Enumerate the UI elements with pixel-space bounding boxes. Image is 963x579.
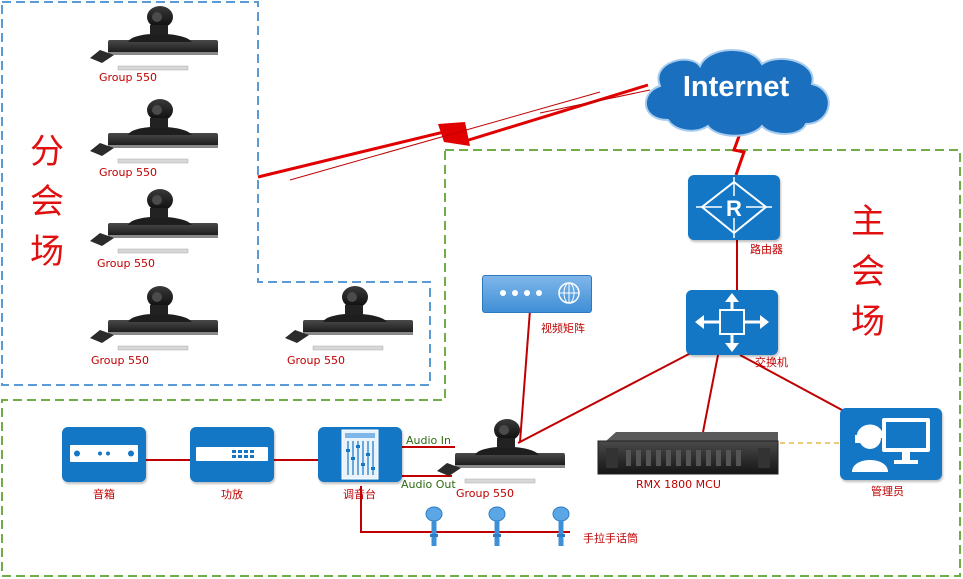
internet-cloud: Internet: [644, 49, 830, 137]
main-title-char-1: 主: [851, 202, 885, 242]
mic-3: [552, 506, 570, 546]
mixer-device: [318, 427, 402, 482]
audio-out-label: Audio Out: [401, 478, 456, 491]
switch-icon: [695, 293, 769, 352]
svg-text:R: R: [726, 196, 742, 221]
switch-label: 交换机: [755, 356, 788, 369]
speaker-icon: [70, 445, 138, 462]
main-title-char-2: 会: [851, 252, 885, 292]
branch-unit-5-label: Group 550: [287, 354, 345, 367]
main-title-char-3: 场: [851, 302, 885, 342]
amplifier-device: [190, 427, 274, 482]
router-device: R: [688, 175, 780, 240]
amplifier-icon: [196, 447, 268, 461]
mixer-label: 调音台: [343, 488, 376, 501]
branch-unit-2-label: Group 550: [99, 166, 157, 179]
mcu-chassis: [597, 432, 779, 475]
switch-device: [686, 290, 778, 355]
branch-title-char-3: 场: [30, 232, 64, 272]
branch-unit-3: [90, 189, 218, 254]
branch-title-char-2: 会: [30, 182, 64, 222]
branch-unit-4-label: Group 550: [91, 354, 149, 367]
internet-router-lightning: [731, 127, 746, 176]
router-icon: R: [696, 177, 772, 238]
main-region-border: [1, 149, 961, 577]
admin-device: [840, 408, 942, 480]
speaker-label: 音箱: [93, 488, 115, 501]
router-label: 路由器: [750, 243, 783, 256]
branch-unit-5: [285, 286, 413, 351]
video-matrix-icon: [500, 282, 580, 304]
mcu-label: RMX 1800 MCU: [636, 478, 721, 491]
admin-label: 管理员: [871, 485, 904, 498]
video-matrix-label: 视频矩阵: [541, 322, 585, 335]
mics-label: 手拉手话筒: [583, 532, 638, 545]
amplifier-label: 功放: [221, 488, 243, 501]
branch-region-border: [1, 1, 431, 386]
mic-2: [488, 506, 506, 546]
main-codec-label: Group 550: [456, 487, 514, 500]
mixer-icon: [341, 429, 379, 480]
video-matrix-device: [482, 275, 592, 313]
branch-unit-3-label: Group 550: [97, 257, 155, 270]
main-codec-unit: [437, 419, 565, 484]
speaker-device: [62, 427, 146, 482]
internet-label: Internet: [683, 71, 790, 103]
branch-title-char-1: 分: [30, 132, 64, 172]
admin-icon: [852, 418, 930, 472]
branch-unit-4: [90, 286, 218, 351]
branch-unit-2: [90, 99, 218, 164]
audio-in-label: Audio In: [406, 434, 451, 447]
branch-unit-1-label: Group 550: [99, 71, 157, 84]
mic-1: [425, 506, 443, 546]
branch-unit-1: [90, 6, 218, 71]
